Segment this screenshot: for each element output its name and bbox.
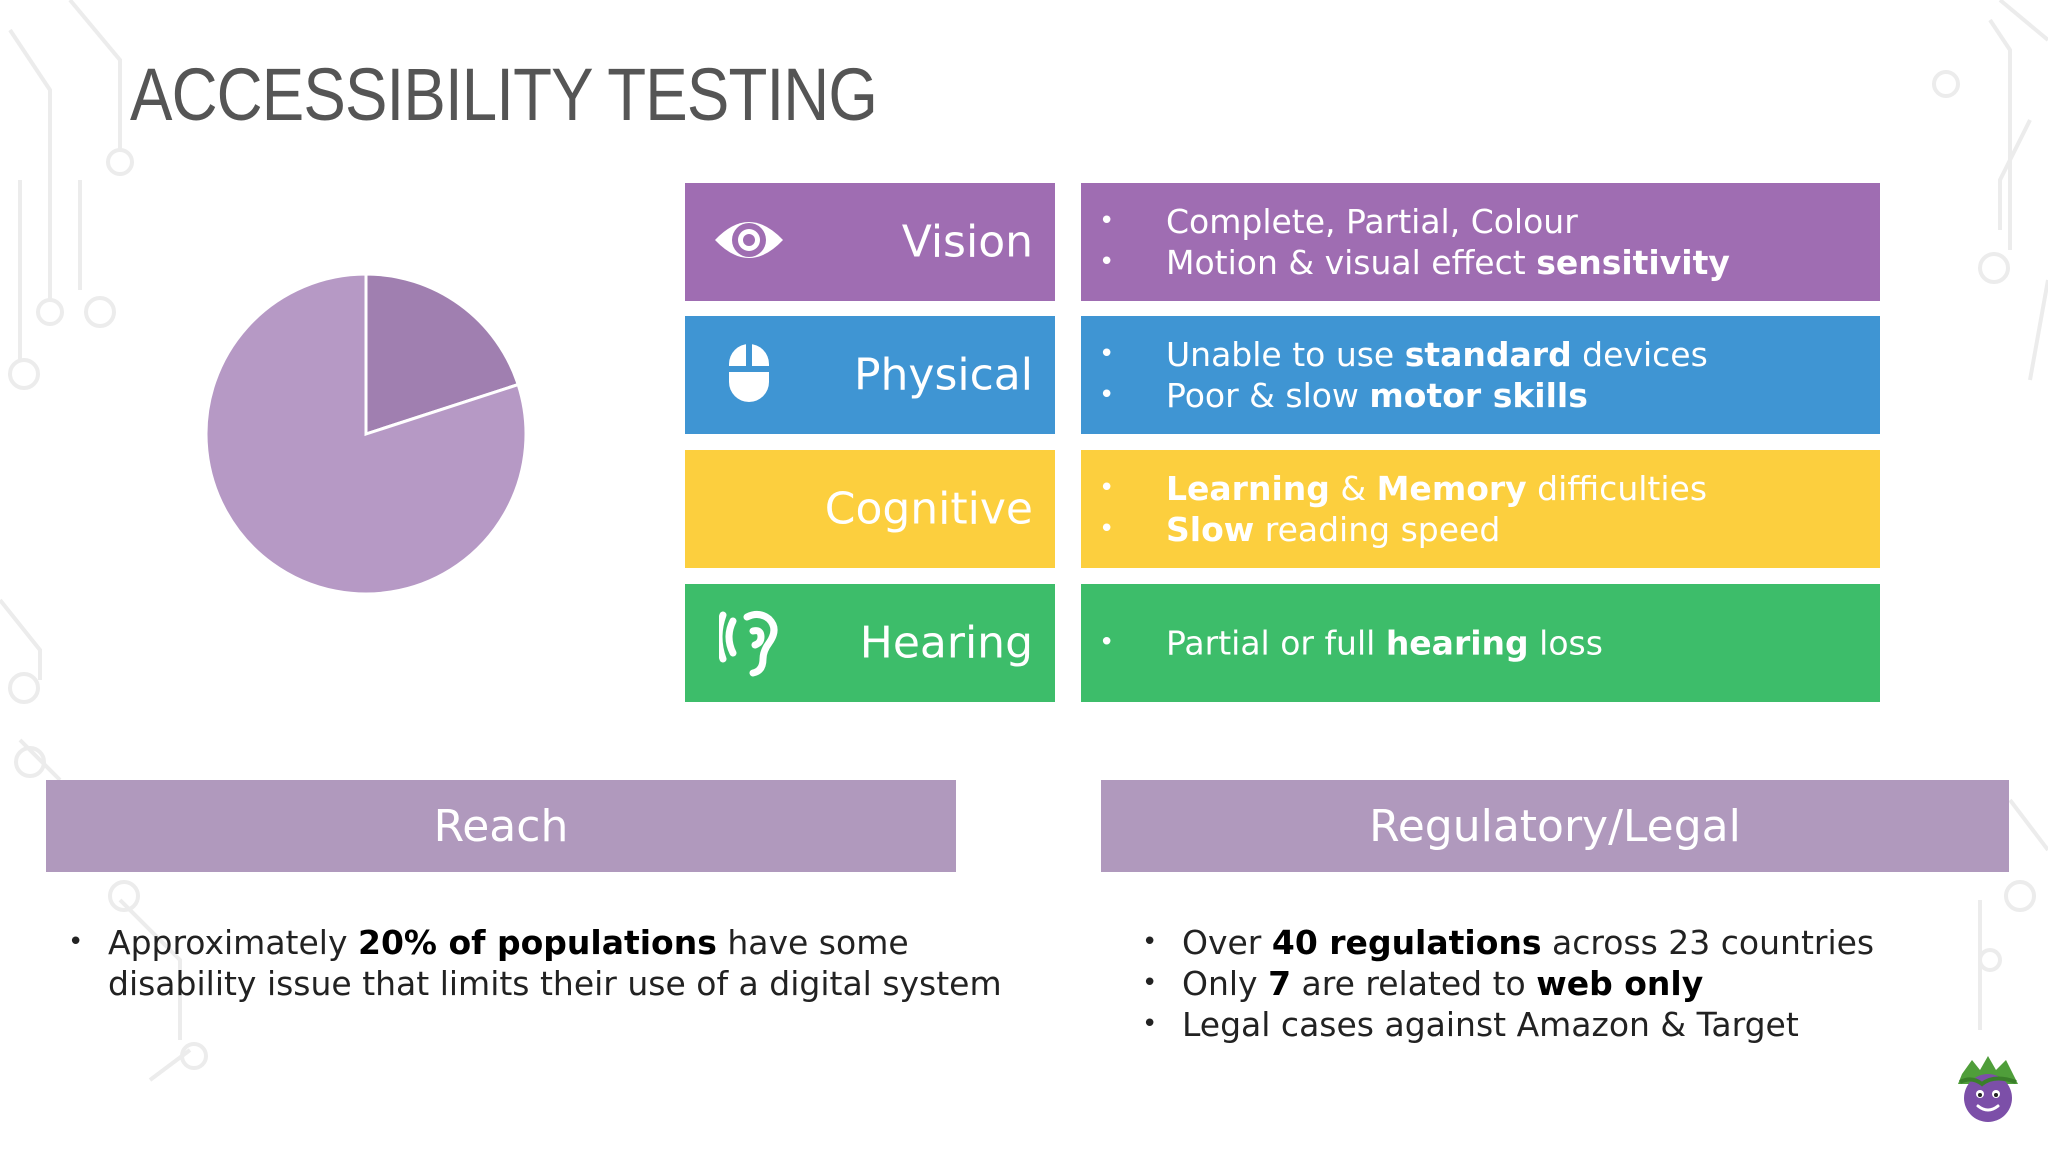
item-text: reading speed xyxy=(1254,510,1501,549)
item-text: Unable to use xyxy=(1166,335,1405,374)
list-item: Over 40 regulations across 23 countries xyxy=(1142,922,1874,963)
reach-highlight: 20% of populations xyxy=(357,923,717,962)
category-physical: Physical xyxy=(685,316,1055,434)
description-list: Partial or full hearing loss xyxy=(1099,623,1603,664)
pie-slice-0 xyxy=(364,272,521,437)
mascot-logo-icon xyxy=(1958,1056,2018,1122)
item-text: Poor & slow xyxy=(1166,376,1370,415)
category-vision: Vision xyxy=(685,183,1055,301)
item-text: Legal cases against Amazon & Target xyxy=(1182,1005,1799,1044)
mouse-icon xyxy=(727,342,771,408)
description-list: Unable to use standard devicesPoor & slo… xyxy=(1099,334,1708,416)
vision-description: Complete, Partial, ColourMotion & visual… xyxy=(1081,183,1880,301)
highlight-text: 40 regulations xyxy=(1271,923,1542,962)
item-text: Over xyxy=(1182,923,1272,962)
regulatory-legal-header: Regulatory/Legal xyxy=(1101,780,2009,872)
category-label: Hearing xyxy=(859,617,1033,669)
highlight-text: 7 xyxy=(1268,964,1292,1003)
highlight-text: Slow xyxy=(1166,510,1255,549)
physical-description: Unable to use standard devicesPoor & slo… xyxy=(1081,316,1880,434)
item-text: are related to xyxy=(1291,964,1537,1003)
list-item: Learning & Memory difficulties xyxy=(1099,468,1707,509)
highlight-text: motor skills xyxy=(1369,376,1588,415)
list-item: Complete, Partial, Colour xyxy=(1099,201,1730,242)
list-item: Unable to use standard devices xyxy=(1099,334,1708,375)
item-text: loss xyxy=(1528,623,1603,663)
description-list: Complete, Partial, ColourMotion & visual… xyxy=(1099,201,1730,283)
list-item: Partial or full hearing loss xyxy=(1099,623,1603,664)
item-text: across 23 countries xyxy=(1541,923,1875,962)
item-text: Only xyxy=(1182,964,1269,1003)
item-text: devices xyxy=(1571,335,1708,374)
reach-header: Reach xyxy=(46,780,956,872)
item-text: difficulties xyxy=(1526,469,1708,508)
eye-icon xyxy=(713,210,785,274)
item-text: & xyxy=(1329,469,1377,508)
reach-text: disability issue that limits their use o… xyxy=(108,964,1002,1003)
category-label: Cognitive xyxy=(824,483,1033,535)
item-text: Complete, Partial, Colour xyxy=(1166,202,1578,241)
page-title: ACCESSIBILITY TESTING xyxy=(130,53,878,136)
ear-icon xyxy=(715,603,783,683)
category-cognitive: Cognitive xyxy=(685,450,1055,568)
list-item: Poor & slow motor skills xyxy=(1099,375,1708,416)
highlight-text: Memory xyxy=(1376,469,1527,508)
reach-list: Approximately 20% of populations have so… xyxy=(68,922,1002,1004)
item-text: Partial or full xyxy=(1166,623,1386,663)
description-list: Learning & Memory difficultiesSlow readi… xyxy=(1099,468,1707,550)
reach-text: Approximately xyxy=(108,923,358,962)
category-label: Vision xyxy=(901,216,1033,268)
pie-chart xyxy=(204,272,528,596)
highlight-text: standard xyxy=(1404,335,1572,374)
legal-list: Over 40 regulations across 23 countriesO… xyxy=(1142,922,1874,1045)
category-label: Physical xyxy=(854,349,1033,401)
list-item: Slow reading speed xyxy=(1099,509,1707,550)
category-hearing: Hearing xyxy=(685,584,1055,702)
pie-slice-1 xyxy=(204,272,528,596)
list-item: Motion & visual effect sensitivity xyxy=(1099,242,1730,283)
list-item: Only 7 are related to web only xyxy=(1142,963,1874,1004)
list-item-continuation: disability issue that limits their use o… xyxy=(68,963,1002,1004)
list-item: Legal cases against Amazon & Target xyxy=(1142,1004,1874,1045)
item-text: Motion & visual effect xyxy=(1166,243,1537,282)
hearing-description: Partial or full hearing loss xyxy=(1081,584,1880,702)
list-item: Approximately 20% of populations have so… xyxy=(68,922,1002,963)
highlight-text: hearing xyxy=(1385,623,1529,663)
reach-text: have some xyxy=(716,923,909,962)
highlight-text: Learning xyxy=(1166,469,1330,508)
cognitive-description: Learning & Memory difficultiesSlow readi… xyxy=(1081,450,1880,568)
highlight-text: sensitivity xyxy=(1536,243,1730,282)
highlight-text: web only xyxy=(1536,964,1704,1003)
